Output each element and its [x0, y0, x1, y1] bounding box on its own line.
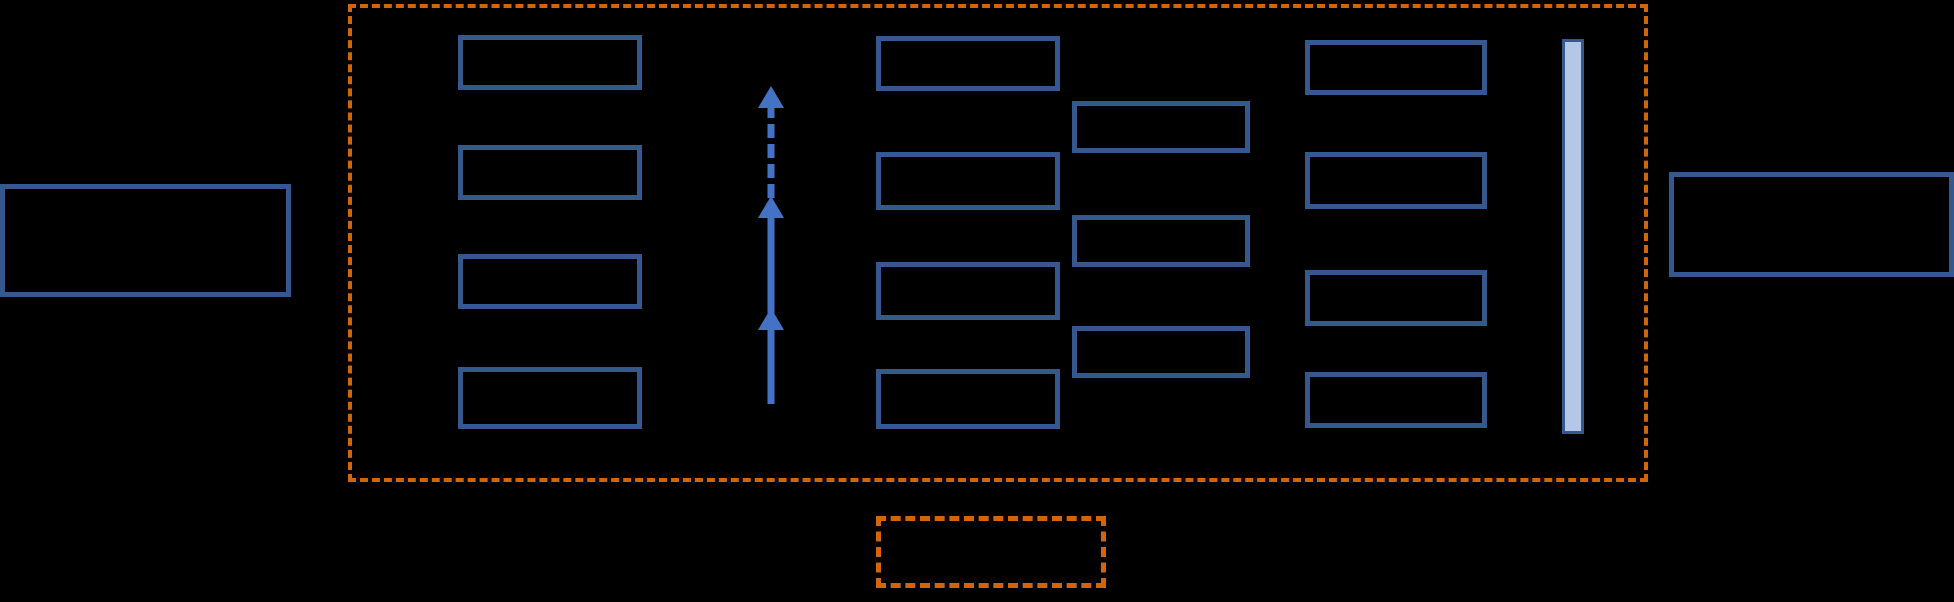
arrow-shaft — [767, 214, 775, 396]
col1-block-3[interactable] — [458, 254, 642, 309]
col3-block-1[interactable] — [1072, 101, 1250, 153]
col1-block-1[interactable] — [458, 35, 642, 90]
col4-block-3[interactable] — [1305, 270, 1487, 326]
col1-block-2[interactable] — [458, 145, 642, 200]
col4-block-2[interactable] — [1305, 152, 1487, 209]
right-output-block[interactable] — [1669, 172, 1954, 277]
arrow-shaft — [767, 326, 775, 404]
col3-block-2[interactable] — [1072, 215, 1250, 267]
arrow-head-icon — [758, 86, 784, 108]
col2-block-2[interactable] — [876, 152, 1060, 210]
col1-block-4[interactable] — [458, 367, 642, 429]
dashed-up-arrow-2 — [757, 196, 785, 396]
vertical-progress-bar[interactable] — [1562, 39, 1584, 434]
main-dashed-group — [348, 4, 1648, 482]
left-input-block[interactable] — [0, 184, 291, 297]
col2-block-4[interactable] — [876, 369, 1060, 429]
col2-block-3[interactable] — [876, 262, 1060, 320]
col3-block-3[interactable] — [1072, 326, 1250, 378]
col4-block-4[interactable] — [1305, 372, 1487, 428]
col4-block-1[interactable] — [1305, 40, 1487, 95]
arrow-head-icon — [758, 196, 784, 218]
dashed-up-arrow-3 — [757, 308, 785, 404]
arrow-head-icon — [758, 308, 784, 330]
col2-block-1[interactable] — [876, 36, 1060, 91]
footer-dashed-note[interactable] — [876, 516, 1106, 588]
